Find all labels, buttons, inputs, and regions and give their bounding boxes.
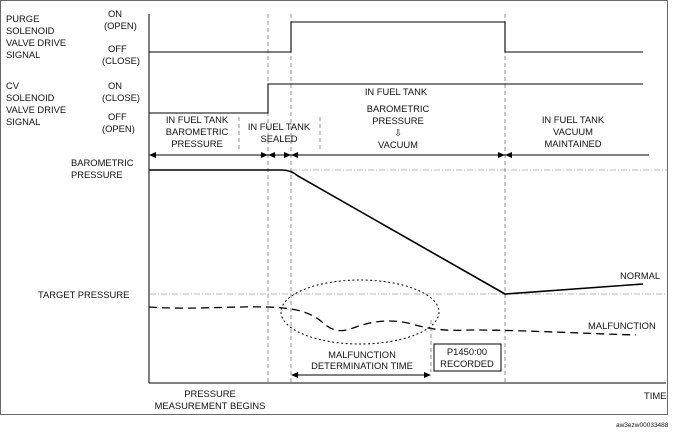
svg-text:(OPEN): (OPEN) — [104, 20, 137, 31]
figure-id: aw3ezw00033488 — [616, 422, 669, 429]
svg-text:BAROMETRIC: BAROMETRIC — [71, 157, 134, 168]
svg-text:PRESSURE: PRESSURE — [184, 388, 236, 399]
malfunction-highlight-ellipse — [280, 279, 440, 345]
cv-signal-label: CV SOLENOID VALVE DRIVE SIGNAL — [6, 80, 66, 127]
normal-pressure-curve — [149, 169, 644, 295]
dtc-recorded-box — [433, 343, 502, 372]
svg-text:(CLOSE): (CLOSE) — [102, 55, 140, 66]
normal-label: NORMAL — [620, 270, 660, 281]
svg-text:PURGE: PURGE — [6, 13, 39, 24]
determination-time-arrow — [291, 372, 431, 378]
svg-text:ON: ON — [108, 80, 122, 91]
barometric-pressure-label: BAROMETRIC PRESSURE — [71, 157, 134, 180]
phase-label-barometric: IN FUEL TANK BAROMETRIC PRESSURE — [166, 114, 229, 149]
svg-text:SIGNAL: SIGNAL — [6, 116, 40, 127]
target-pressure-label: TARGET PRESSURE — [38, 289, 129, 300]
svg-text:VACUUM: VACUUM — [553, 126, 593, 137]
diagram-frame — [0, 0, 668, 415]
svg-text:OFF: OFF — [108, 111, 127, 122]
phase-label-maintained: IN FUEL TANK VACUUM MAINTAINED — [542, 114, 605, 149]
svg-text:P1450:00: P1450:00 — [447, 346, 487, 357]
svg-text:RECORDED: RECORDED — [440, 358, 494, 369]
svg-text:IN FUEL TANK: IN FUEL TANK — [166, 114, 229, 125]
svg-text:BAROMETRIC: BAROMETRIC — [367, 103, 430, 114]
svg-text:PRESSURE: PRESSURE — [171, 138, 223, 149]
purge-signal-label: PURGE SOLENOID VALVE DRIVE SIGNAL — [6, 13, 66, 60]
svg-text:CV: CV — [6, 80, 20, 91]
cv-signal-waveform — [149, 83, 643, 114]
svg-text:VALVE DRIVE: VALVE DRIVE — [6, 104, 66, 115]
svg-text:SOLENOID: SOLENOID — [6, 25, 55, 36]
svg-text:MEASUREMENT BEGINS: MEASUREMENT BEGINS — [155, 400, 266, 411]
svg-text:⇩: ⇩ — [394, 127, 402, 138]
time-axis-label: TIME — [644, 390, 666, 401]
svg-text:(OPEN): (OPEN) — [102, 123, 135, 134]
phase-label-vacuum: BAROMETRIC PRESSURE ⇩ VACUUM — [367, 103, 430, 150]
svg-text:SOLENOID: SOLENOID — [6, 92, 55, 103]
svg-text:IN FUEL TANK: IN FUEL TANK — [542, 114, 605, 125]
phase-arrows — [149, 152, 649, 158]
svg-text:MALFUNCTION: MALFUNCTION — [328, 349, 396, 360]
svg-text:SEALED: SEALED — [261, 133, 298, 144]
svg-text:VACUUM: VACUUM — [378, 139, 418, 150]
malfunction-label: MALFUNCTION — [588, 320, 656, 331]
purge-off-label: OFF (CLOSE) — [102, 43, 140, 66]
pressure-measurement-label: PRESSURE MEASUREMENT BEGINS — [155, 388, 266, 411]
svg-text:ON: ON — [108, 8, 122, 19]
svg-text:IN FUEL TANK: IN FUEL TANK — [248, 121, 311, 132]
svg-text:MAINTAINED: MAINTAINED — [544, 138, 601, 149]
cv-off-label: OFF (OPEN) — [102, 111, 135, 134]
purge-on-label: ON (OPEN) — [104, 8, 137, 31]
svg-text:VALVE DRIVE: VALVE DRIVE — [6, 37, 66, 48]
phase-label-sealed: IN FUEL TANK SEALED — [248, 121, 311, 144]
purge-signal-waveform — [149, 21, 643, 53]
malfunction-pressure-curve — [148, 306, 637, 336]
svg-text:PRESSURE: PRESSURE — [71, 169, 123, 180]
cv-on-label: ON (CLOSE) — [102, 80, 140, 103]
svg-text:SIGNAL: SIGNAL — [6, 49, 40, 60]
svg-text:DETERMINATION TIME: DETERMINATION TIME — [311, 360, 413, 371]
svg-text:BAROMETRIC: BAROMETRIC — [166, 126, 229, 137]
phase-label-cv-closed: IN FUEL TANK — [365, 86, 428, 97]
dtc-recorded-label: P1450:00 RECORDED — [440, 346, 494, 369]
determination-time-label: MALFUNCTION DETERMINATION TIME — [311, 349, 413, 371]
svg-text:PRESSURE: PRESSURE — [372, 115, 424, 126]
svg-text:OFF: OFF — [108, 43, 127, 54]
svg-text:(CLOSE): (CLOSE) — [102, 92, 140, 103]
